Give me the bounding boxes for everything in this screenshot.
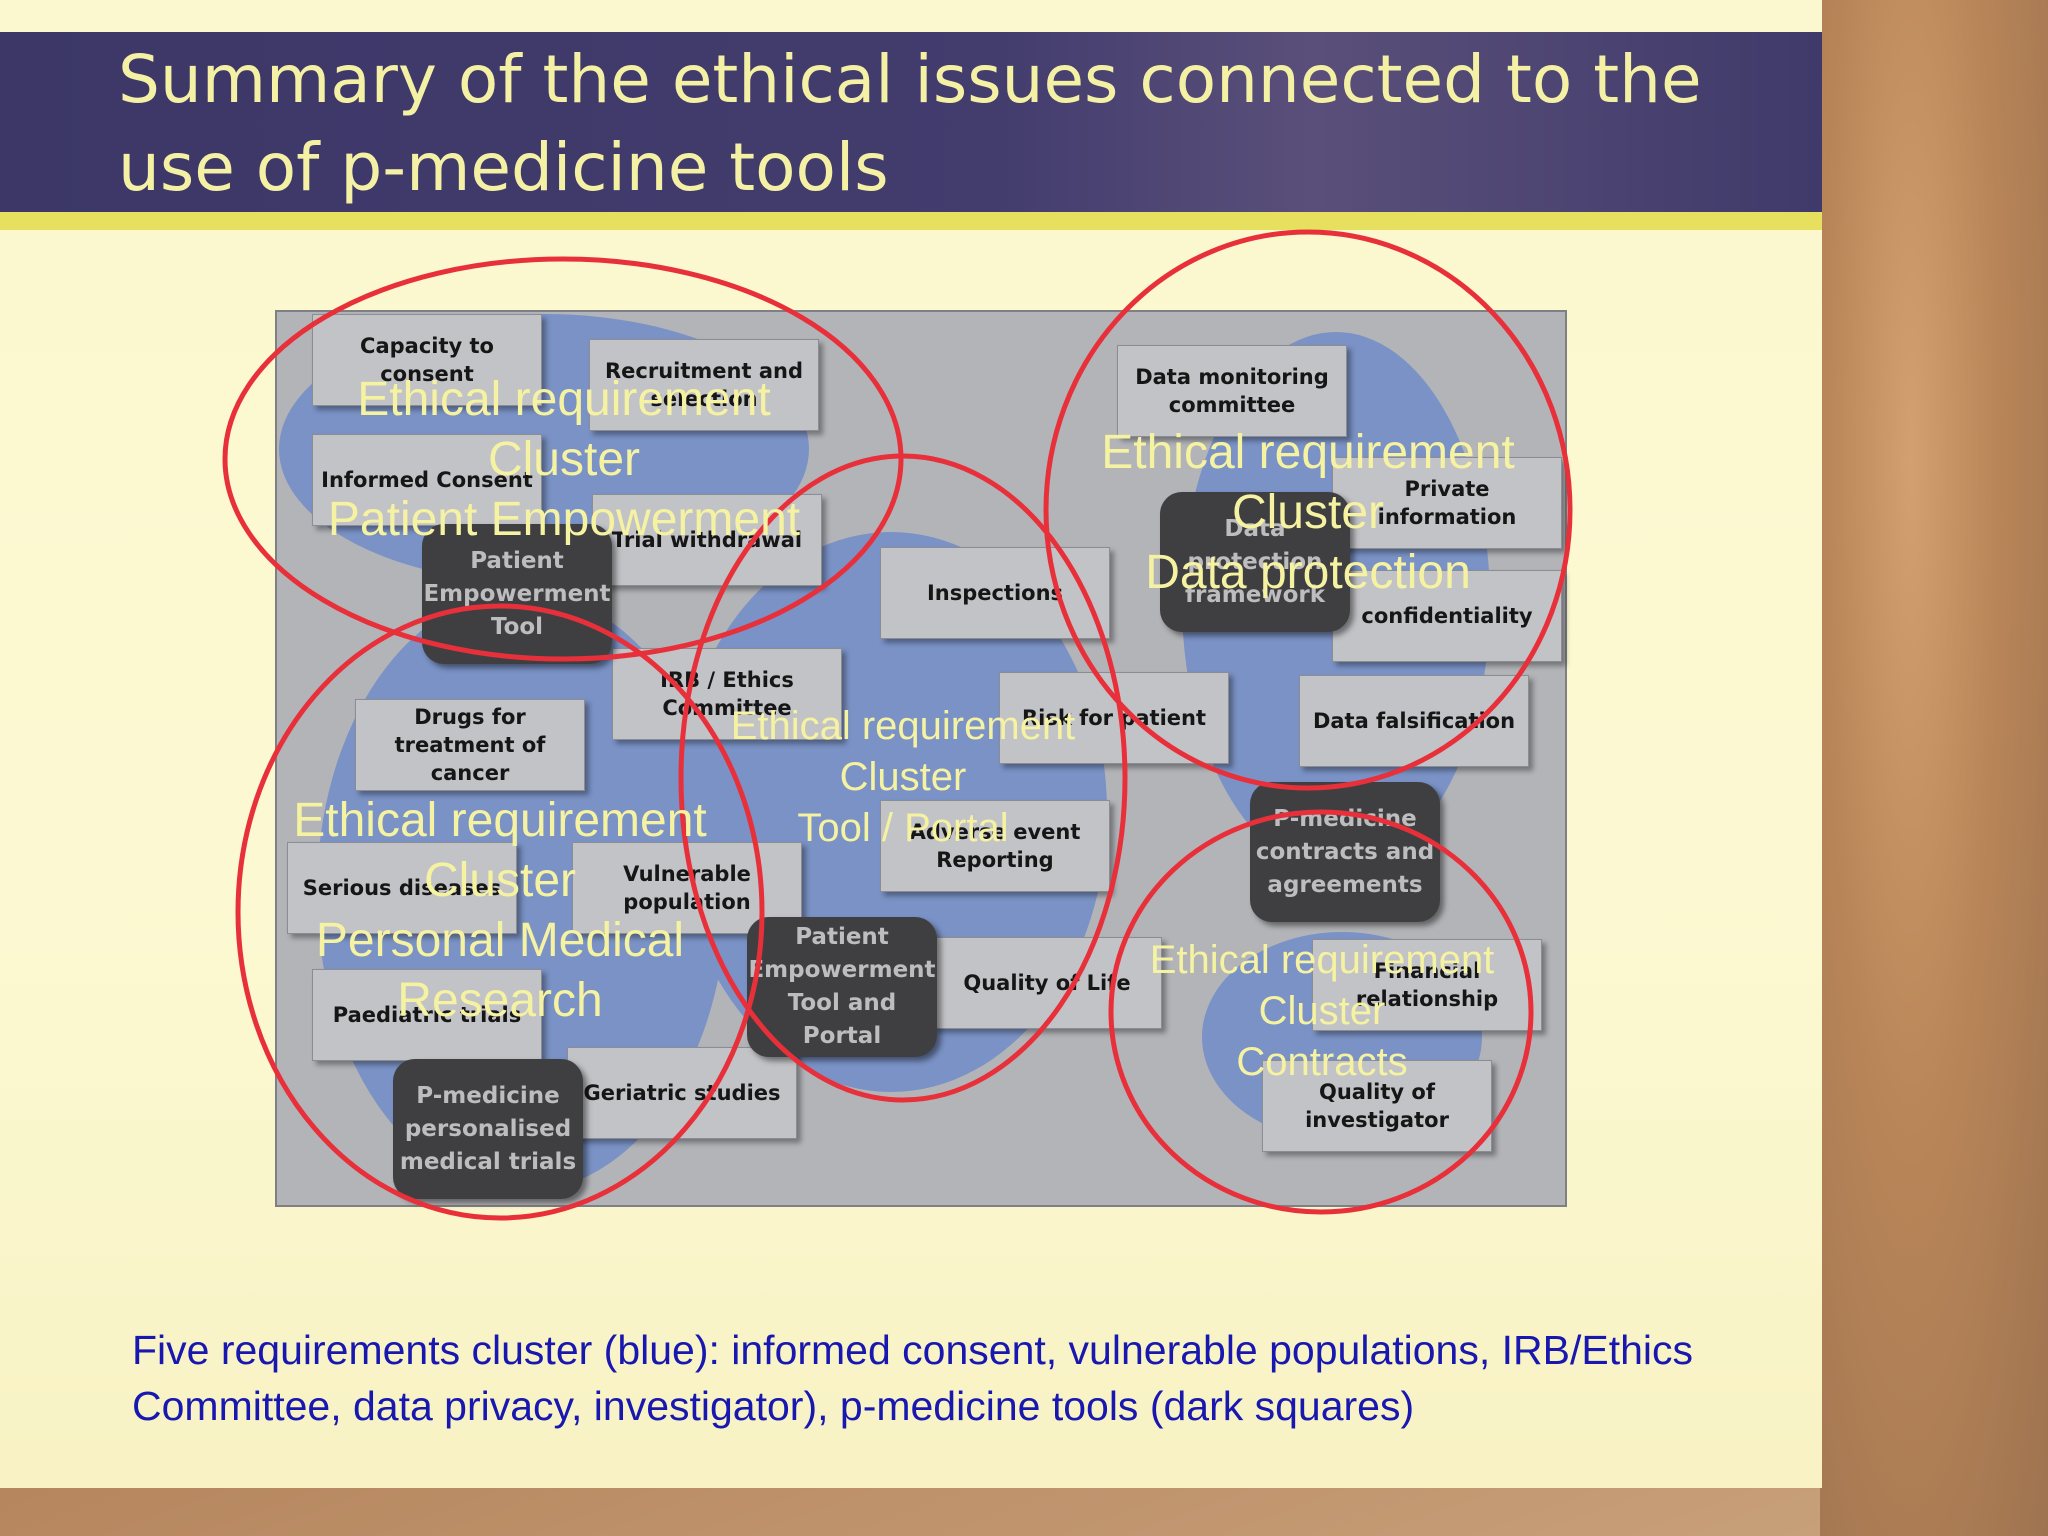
issue-serious-diseases: Serious diseases: [287, 842, 517, 934]
cluster-label-personal-medical-research: Ethical requirement Cluster Personal Med…: [293, 794, 707, 1027]
background-landscape: [1820, 0, 2048, 1536]
tool-personalised-trials: P-medicine personalised medical trials: [393, 1059, 583, 1199]
issue-confidentiality: confidentiality: [1332, 570, 1562, 662]
issue-adverse-event-reporting: Adverse event Reporting: [880, 800, 1110, 892]
tool-patient-empowerment-portal: Patient Empowerment Tool and Portal: [747, 917, 937, 1057]
issue-data-falsification: Data falsification: [1299, 675, 1529, 767]
tool-contracts-agreements: P-medicine contracts and agreements: [1250, 782, 1440, 922]
issue-inspections: Inspections: [880, 547, 1110, 639]
ring-personal-medical-research: [235, 603, 765, 1221]
slide-title: Summary of the ethical issues connected …: [118, 41, 1702, 206]
ring-tool-portal: [678, 453, 1128, 1103]
issue-drugs-for-cancer: Drugs for treatment of cancer: [355, 699, 585, 791]
issue-capacity-to-consent: Capacity to consent: [312, 314, 542, 406]
tool-data-protection-framework: Data protection framework: [1160, 492, 1350, 632]
cluster-label-data-protection: Ethical requirement Cluster Data protect…: [1101, 426, 1515, 599]
issue-private-information: Private information: [1332, 457, 1562, 549]
issue-geriatric-studies: Geriatric studies: [567, 1047, 797, 1139]
cluster-label-patient-empowerment: Ethical requirement Cluster Patient Empo…: [327, 373, 801, 546]
issue-quality-of-life: Quality of Life: [932, 937, 1162, 1029]
issue-data-monitoring: Data monitoring committee: [1117, 345, 1347, 437]
cluster-label-contracts: Ethical requirement Cluster Contracts: [1149, 938, 1495, 1084]
title-bar: [0, 32, 1822, 212]
issue-quality-of-investigator: Quality of investigator: [1262, 1060, 1492, 1152]
issue-informed-consent: Informed Consent: [312, 434, 542, 526]
ring-data-protection: [1043, 229, 1573, 791]
ring-contracts: [1108, 809, 1534, 1215]
issue-financial-relationship: Financial relationship: [1312, 939, 1542, 1031]
tool-patient-empowerment: Patient Empowerment Tool: [422, 524, 612, 664]
title-underline: [0, 212, 1822, 230]
slide: Summary of the ethical issues connected …: [0, 0, 1822, 1488]
issue-recruitment: Recruitment and selection: [589, 339, 819, 431]
ring-patient-empowerment: [222, 256, 904, 662]
issue-paediatric-trials: Paediatric trials: [312, 969, 542, 1061]
cluster-label-tool-portal: Ethical requirement Cluster Tool / Porta…: [730, 704, 1076, 850]
issue-risk-for-patient: Risk for patient: [999, 672, 1229, 764]
slide-footer: Five requirements cluster (blue): inform…: [132, 1327, 1694, 1429]
